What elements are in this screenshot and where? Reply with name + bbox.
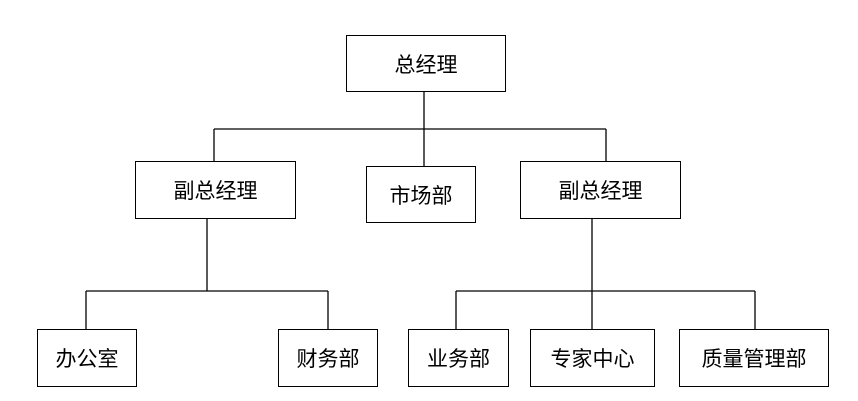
node-label: 办公室	[55, 347, 119, 371]
node-label: 市场部	[389, 183, 453, 208]
node-label: 质量管理部	[701, 347, 807, 371]
node-label: 财务部	[296, 347, 360, 371]
node-quality-management-dept: 质量管理部	[679, 329, 829, 387]
node-office: 办公室	[37, 329, 137, 387]
node-label: 副总经理	[173, 179, 258, 203]
node-label: 专家中心	[550, 347, 635, 371]
node-deputy-gm-left: 副总经理	[135, 161, 296, 219]
node-label: 副总经理	[558, 179, 643, 203]
node-business-dept: 业务部	[408, 329, 509, 387]
node-finance-dept: 财务部	[278, 329, 378, 387]
node-general-manager: 总经理	[346, 35, 506, 92]
node-deputy-gm-right: 副总经理	[520, 161, 681, 219]
node-label: 业务部	[427, 347, 490, 371]
node-marketing-dept: 市场部	[366, 166, 476, 223]
node-label: 总经理	[394, 52, 458, 77]
node-expert-center: 专家中心	[530, 329, 655, 387]
